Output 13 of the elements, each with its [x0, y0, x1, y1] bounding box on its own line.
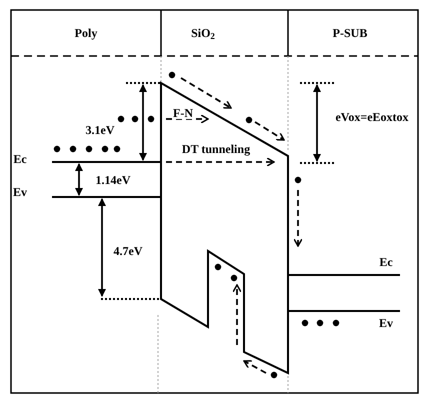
band-label: Ec	[12, 153, 28, 165]
band-label: Ev	[378, 317, 394, 329]
column-heading: Poly	[74, 27, 98, 39]
column-heading: P-SUB	[332, 27, 368, 39]
band-label: Ec	[378, 256, 394, 268]
tunneling-label: F-N	[172, 107, 194, 119]
column-heading: SiO$_{2}$	[190, 27, 216, 39]
energy-label: eVox=eEoxtox	[334, 111, 410, 123]
energy-label: 1.14eV	[94, 174, 132, 186]
energy-label: 3.1eV	[84, 124, 116, 136]
energy-label: 4.7eV	[112, 245, 144, 257]
tunneling-label: DT tunneling	[180, 143, 252, 155]
band-label: Ev	[12, 186, 28, 198]
